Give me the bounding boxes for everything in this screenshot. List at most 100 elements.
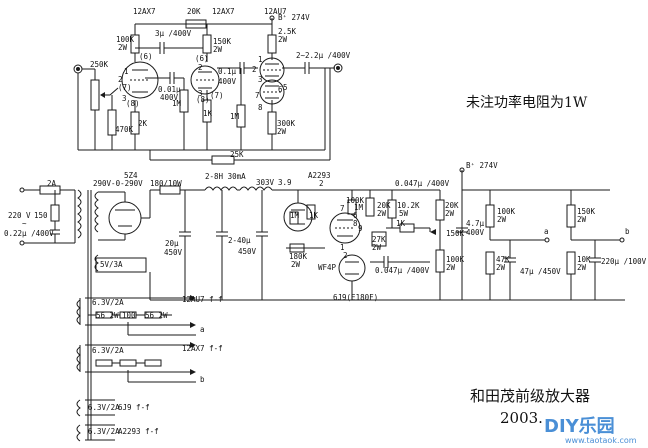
label-c40: 2-40μ: [228, 236, 251, 245]
label-r180: 180/10W: [150, 179, 182, 188]
label-r1m-a: 1M: [172, 99, 182, 108]
label-r47k: 47K: [496, 255, 510, 264]
label-tube-b: WF4P: [318, 263, 337, 272]
label-ac: ~: [22, 219, 27, 228]
heater-1-supply: 6.3V/2A: [92, 298, 124, 307]
label-r100k-cw: 2W: [497, 215, 507, 224]
label-r300k: 300K: [277, 119, 296, 128]
pin-label: 6: [353, 211, 358, 220]
pin-label: (7): [118, 83, 132, 92]
label-r20k-b: 20K: [445, 201, 459, 210]
label-c47a-v: 400V: [466, 228, 485, 237]
label-r100k: 100K: [116, 35, 135, 44]
label-r1m: 1M: [354, 203, 364, 212]
pin-label: 2: [198, 63, 203, 72]
pin-label: 3: [198, 89, 203, 98]
pin-label: 7: [340, 204, 345, 213]
label-r100k-w: 2W: [118, 43, 128, 52]
heater-1-r2: 100: [122, 311, 136, 320]
label-r27k: 27K: [372, 235, 386, 244]
diagram-title: 和田茂前级放大器: [470, 387, 591, 405]
label-r10k-w: 2W: [577, 263, 587, 272]
pin-label: 2: [343, 251, 348, 260]
label-r20k: 20K: [377, 201, 391, 210]
label-c0047b: 0.047μ /400V: [375, 266, 430, 275]
label-v39: 3.9: [278, 178, 292, 187]
label-r20k-bw: 2W: [445, 209, 455, 218]
pin-label: (6): [195, 54, 209, 63]
heater-2-supply: 6.3V/2A: [92, 346, 124, 355]
watermark-url: www.taotaok.com: [565, 436, 637, 445]
label-mains: 220 V: [8, 211, 31, 220]
pin-label: 1: [258, 55, 263, 64]
upper-stage-wiring: [73, 15, 343, 165]
label-c22: 2~2.2μ /400V: [296, 51, 351, 60]
label-pot: 250K: [90, 60, 109, 69]
label-r25k-w: 2W: [278, 35, 288, 44]
label-c20-v: 450V: [164, 248, 183, 257]
label-c001-v: 400V: [160, 93, 179, 102]
heater-3-supply: 6.3V/2A: [88, 403, 120, 412]
label-c001: 0.01μ: [158, 85, 181, 94]
pin-label: 6: [278, 85, 283, 94]
pin-label: 3: [258, 75, 263, 84]
label-r1k-b: 1K: [396, 219, 406, 228]
label-r47k-w: 2W: [496, 263, 506, 272]
label-r2k: 2K: [138, 119, 148, 128]
pin-label: 2: [118, 75, 123, 84]
label-tube2: 12AX7: [212, 7, 235, 16]
heater-1-out: a: [200, 325, 205, 334]
label-bplus: B⁺ 274V: [278, 13, 310, 22]
label-fuse: 2A: [47, 179, 57, 188]
heater-2-tube: 12AX7 f-f: [182, 344, 223, 353]
heater-1-r1: 56 2W: [96, 311, 119, 320]
label-r1k: 1K: [203, 109, 213, 118]
label-r180k: 180K: [289, 252, 308, 261]
pin-label: 1: [340, 243, 345, 252]
label-r300k-w: 2W: [277, 127, 287, 136]
label-c01-v: 400V: [218, 77, 237, 86]
label-r150: 150: [34, 211, 48, 220]
label-r100k-b: 100K: [446, 255, 465, 264]
label-r1m-b: 1M: [230, 112, 240, 121]
label-bplus2: B⁺ 274V: [466, 161, 498, 170]
heater-1-tube: 12AU7 f-f: [182, 295, 223, 304]
label-c20: 20μ: [165, 239, 179, 248]
output-a-label: a: [544, 227, 549, 236]
label-r100k-a: 100K: [346, 196, 365, 205]
label-r-20k: 20K: [187, 7, 201, 16]
heater-4-tube: A2293 f-f: [118, 427, 159, 436]
label-c220: 220μ /100V: [601, 257, 647, 266]
label-r100k-c: 100K: [497, 207, 516, 216]
label-c01: 0.1μ: [218, 67, 237, 76]
label-c3u: 3μ /400V: [155, 29, 192, 38]
label-v303: 303V: [256, 178, 275, 187]
label-tube-c: 6J9(E180F): [333, 293, 379, 302]
heater-wiring: [76, 295, 196, 442]
label-r102k: 10.2K: [397, 201, 420, 210]
diagram-date: 2003.: [500, 409, 543, 427]
label-c47a: 4.7μ: [466, 219, 485, 228]
label-pot-150k: 150K: [446, 229, 465, 238]
pin-label: 9: [358, 224, 363, 233]
label-r25k: 2.5K: [278, 27, 297, 36]
pin-label: (7): [210, 91, 224, 100]
pin-label: 1: [124, 67, 129, 76]
pin-label: 3: [122, 94, 127, 103]
label-hv: 290V-0-290V: [93, 179, 143, 188]
label-r1m-reg: 1M: [290, 211, 300, 220]
label-r1k: 1K: [309, 211, 319, 220]
label-r20k-w: 2W: [377, 209, 387, 218]
label-r100k-bw: 2W: [446, 263, 456, 272]
label-tube-a: A2293: [308, 171, 331, 180]
label-r102k-w: 5W: [399, 209, 409, 218]
label-r150k: 150K: [213, 37, 232, 46]
label-r150k-w: 2W: [213, 45, 223, 54]
pin-label: (8): [196, 95, 210, 104]
label-filament: 5V/3A: [100, 260, 123, 269]
pin-label: 2: [252, 65, 257, 74]
label-rectifier: 5Z4: [124, 171, 138, 180]
label-c47: 47μ /450V: [520, 267, 561, 276]
watermark-logo: DIY乐园: [544, 416, 615, 437]
